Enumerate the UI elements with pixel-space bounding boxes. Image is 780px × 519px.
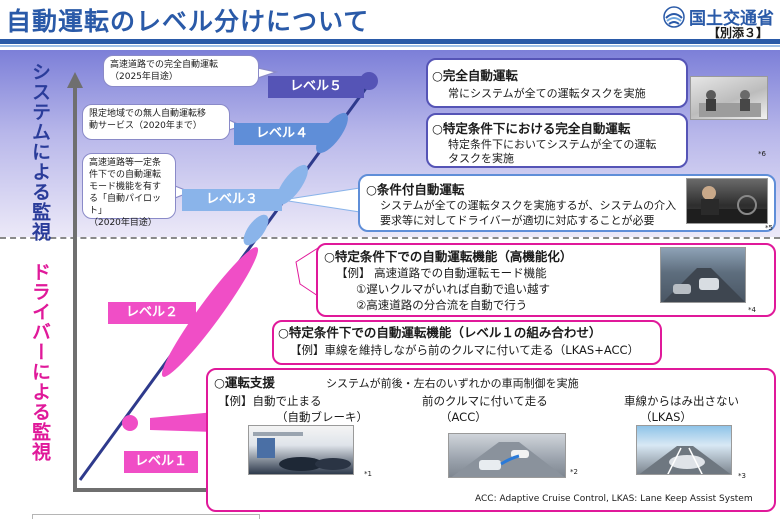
level5-callout: 高速道路での完全自動運転 （2025年目途）	[103, 55, 259, 87]
level4-description-2: タスクを実施	[448, 152, 514, 165]
level2-note: *4	[748, 306, 756, 314]
level5-box: ○完全自動運転 常にシステムが全ての運転タスクを実施	[426, 58, 688, 108]
level3-callout: 高速道路等一定条 件下での自動運転 モード機能を有す る「自動パイロット」 （2…	[82, 153, 176, 228]
level1-example-acc: 前のクルマに付いて走る	[422, 394, 548, 408]
level4-callout: 限定地域での無人自動運転移 動サービス（2020年まで）	[82, 104, 230, 140]
monitoring-divider	[0, 237, 780, 239]
level2-photo	[660, 247, 746, 303]
level2-advanced-item-2: ②高速道路の分合流を自動で行う	[356, 298, 528, 312]
level1-example-brake: 【例】自動で止まる	[218, 394, 322, 408]
level3-photo	[686, 178, 768, 224]
level1-heading: ○運転支援	[214, 375, 275, 390]
level5-point	[360, 72, 378, 90]
system-monitoring-label: システムによる監視	[29, 62, 51, 242]
ministry-emblem-icon	[663, 5, 685, 28]
level2-combined-example: 【例】車線を維持しながら前のクルマに付いて走る（LKAS+ACC）	[290, 343, 640, 357]
level2-advanced-heading: ○特定条件下での自動運転機能（高機能化）	[324, 249, 573, 264]
level1-description: システムが前後・左右のいずれかの車両制御を実施	[326, 377, 579, 390]
lkas-car-image	[639, 446, 731, 474]
level3-segment-a	[243, 214, 269, 246]
level3-tag: レベル３	[182, 189, 282, 211]
level3-note: *5	[765, 224, 773, 232]
level1-tag: レベル１	[124, 451, 198, 473]
level2-segment	[161, 247, 259, 377]
lkas-photo	[636, 425, 732, 475]
level5-heading: ○完全自動運転	[432, 68, 518, 83]
level1-example-acc-sub: （ACC）	[440, 410, 487, 424]
page-title: 自動運転のレベル分けについて	[6, 7, 370, 36]
level1-connector	[150, 412, 215, 432]
driver-monitoring-label: ドライバーによる監視	[29, 262, 51, 462]
level2-connector	[295, 247, 319, 297]
brake-cars-image	[253, 432, 351, 471]
level2-tag: レベル２	[108, 302, 196, 324]
level1-note-2: *2	[570, 468, 578, 476]
level3-heading: ○条件付自動運転	[366, 182, 465, 197]
level3-description-1: システムが全ての運転タスクを実施するが、システムの介入	[380, 199, 677, 212]
level4-box: ○特定条件下における完全自動運転 特定条件下においてシステムが全ての運転 タスク…	[426, 113, 688, 168]
ministry-name: 国土交通省	[689, 9, 774, 29]
acc-cars-image	[451, 442, 565, 477]
header-rule-light	[0, 45, 780, 47]
y-axis-arrow	[67, 72, 83, 88]
auto-brake-photo	[248, 425, 354, 475]
level5-photo	[690, 76, 768, 120]
level5-description: 常にシステムが全ての運転タスクを実施	[448, 87, 646, 100]
level4-heading: ○特定条件下における完全自動運転	[432, 121, 631, 136]
level2-advanced-item-1: ①遅いクルマがいれば自動で追い越す	[356, 282, 550, 296]
car-interior-image	[699, 90, 761, 117]
level3-segment-b	[276, 164, 308, 206]
level2-combined-box: ○特定条件下での自動運転機能（レベル１の組み合わせ） 【例】車線を維持しながら前…	[272, 320, 662, 365]
level4-description-1: 特定条件下においてシステムが全ての運転	[448, 138, 657, 151]
level5-tag: レベル５	[268, 76, 364, 98]
attachment-label: 【別添３】	[707, 26, 768, 40]
level1-note-3: *3	[738, 472, 746, 480]
abbreviation-legend: ACC: Adaptive Cruise Control, LKAS: Lane…	[475, 494, 753, 504]
level3-description-2: 要求等に対してドライバーが適切に対応することが必要	[380, 214, 655, 227]
footer-frame	[32, 514, 260, 519]
acc-photo	[448, 433, 566, 478]
level2-advanced-example: 【例】 高速道路での自動運転モード機能	[336, 266, 547, 280]
level1-example-lkas-sub: （LKAS）	[640, 410, 692, 424]
level4-tag: レベル４	[234, 123, 330, 145]
level5-note: *6	[758, 150, 766, 158]
level1-note-1: *1	[364, 470, 372, 478]
driver-photo-image	[687, 186, 767, 223]
ministry-logo: 国土交通省	[663, 4, 774, 29]
level1-point	[122, 415, 138, 431]
level1-example-lkas: 車線からはみ出さない	[624, 394, 739, 408]
y-axis	[73, 86, 77, 492]
highway-car-image	[663, 268, 745, 302]
level1-example-brake-sub: （自動ブレーキ）	[276, 410, 368, 424]
header-rule	[0, 39, 780, 44]
level2-combined-heading: ○特定条件下での自動運転機能（レベル１の組み合わせ）	[278, 325, 602, 340]
